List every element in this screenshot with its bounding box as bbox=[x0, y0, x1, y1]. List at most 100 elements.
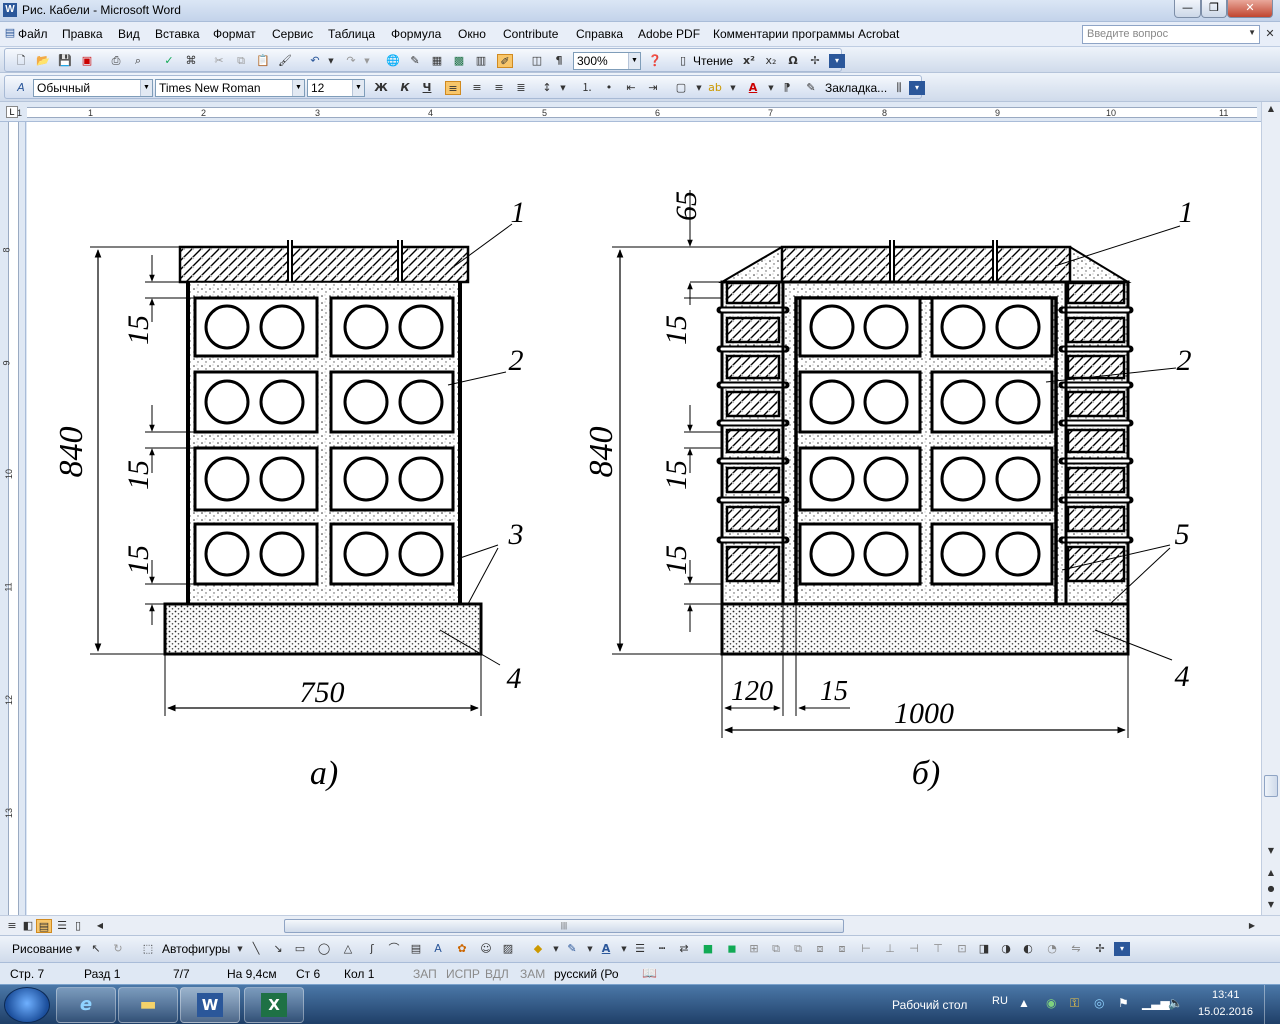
toolbar-extra-icon[interactable]: ⫼ bbox=[896, 81, 902, 94]
distribute-icon[interactable]: ⊡ bbox=[957, 942, 967, 955]
menu-window[interactable]: Окно bbox=[458, 27, 486, 41]
order-front-icon[interactable]: ⧉ bbox=[772, 942, 780, 955]
document-map-icon[interactable]: ◫ bbox=[531, 54, 543, 67]
drawing-field-icon[interactable]: ✢ bbox=[1095, 942, 1105, 955]
curve-tool-icon[interactable]: ʃ bbox=[370, 942, 374, 955]
3d-style-icon[interactable]: ◼ bbox=[727, 942, 737, 955]
edit-points-icon[interactable]: ◐ bbox=[1023, 942, 1033, 955]
font-dropdown-icon[interactable]: ▼ bbox=[292, 80, 304, 96]
tables-borders-icon[interactable]: ✎ bbox=[410, 54, 420, 67]
fill-color-icon[interactable]: ◆ bbox=[533, 942, 543, 955]
textbox-icon[interactable]: ▤ bbox=[410, 942, 422, 955]
tray-volume-icon[interactable]: 🔈 bbox=[1168, 996, 1183, 1010]
paste-icon[interactable]: 📋 bbox=[256, 54, 270, 67]
undo-dropdown-icon[interactable]: ▼ bbox=[328, 57, 334, 65]
start-button[interactable] bbox=[4, 987, 50, 1023]
ungroup-icon[interactable]: ◑ bbox=[1001, 942, 1011, 955]
drawing-options-icon[interactable]: ▾ bbox=[1114, 942, 1130, 956]
menu-file[interactable]: Файл bbox=[18, 27, 48, 41]
autoshapes-button[interactable]: Автофигуры bbox=[162, 942, 231, 956]
oval-tool-icon[interactable]: ◯ bbox=[317, 942, 331, 955]
font-size-dropdown-icon[interactable]: ▼ bbox=[352, 80, 364, 96]
line-spacing-dropdown-icon[interactable]: ▼ bbox=[560, 84, 566, 92]
dash-style-icon[interactable]: ┅ bbox=[658, 942, 666, 955]
help-icon[interactable]: ❓ bbox=[648, 54, 662, 67]
insert-field-icon[interactable]: ✢ bbox=[810, 54, 820, 67]
bookmark-button[interactable]: Закладка... bbox=[825, 81, 888, 95]
explorer-icon[interactable]: ▬ bbox=[118, 987, 178, 1023]
font-color-dropdown-icon[interactable]: ▼ bbox=[768, 84, 774, 92]
line-color-dropdown-icon[interactable]: ▼ bbox=[587, 945, 593, 953]
bring-forward-icon[interactable]: ⧈ bbox=[816, 942, 824, 955]
increase-indent-icon[interactable]: ⇥ bbox=[648, 81, 658, 94]
menu-adobe-pdf[interactable]: Adobe PDF bbox=[638, 27, 701, 41]
insert-excel-icon[interactable]: ▩ bbox=[453, 54, 465, 67]
menu-view[interactable]: Вид bbox=[118, 27, 140, 41]
clipart-icon[interactable]: ☺ bbox=[480, 942, 492, 955]
align-left-icon[interactable]: ≡ bbox=[445, 81, 461, 95]
zoom-combo[interactable]: 300% ▼ bbox=[573, 52, 641, 70]
align-left-objects-icon[interactable]: ⊢ bbox=[861, 942, 871, 955]
insert-table-icon[interactable]: ▦ bbox=[431, 54, 443, 67]
formatting-options-icon[interactable]: ▾ bbox=[909, 81, 925, 95]
italic-button[interactable]: К bbox=[400, 81, 410, 94]
styles-icon[interactable]: ⁋ bbox=[783, 81, 791, 94]
font-combo[interactable]: Times New Roman ▼ bbox=[155, 79, 305, 97]
document-page[interactable]: 840 15 15 15 750 1 2 3 4 а) 840 65 15 15… bbox=[27, 122, 1261, 915]
research-icon[interactable]: ⌘ bbox=[185, 54, 197, 67]
align-right-icon[interactable]: ≡ bbox=[494, 81, 504, 94]
borders-icon[interactable]: ▢ bbox=[675, 81, 687, 94]
tray-security-icon[interactable]: ◉ bbox=[1046, 996, 1057, 1010]
columns-icon[interactable]: ▥ bbox=[475, 54, 487, 67]
font-size-combo[interactable]: 12 ▼ bbox=[307, 79, 365, 97]
align-distribute-icon[interactable]: ⊞ bbox=[749, 942, 759, 955]
style-dropdown-icon[interactable]: ▼ bbox=[140, 80, 152, 96]
status-track-changes[interactable]: ИСПР bbox=[446, 967, 480, 981]
line-color-icon[interactable]: ✎ bbox=[567, 942, 577, 955]
redo-icon[interactable]: ↷ bbox=[346, 54, 356, 67]
rotate-icon[interactable]: ↻ bbox=[113, 942, 123, 955]
vertical-scroll-thumb[interactable] bbox=[1264, 775, 1278, 797]
undo-icon[interactable]: ↶ bbox=[310, 54, 320, 67]
align-center-icon[interactable]: ≡ bbox=[472, 81, 482, 94]
select-objects-icon[interactable]: ↖ bbox=[91, 942, 101, 955]
maximize-button[interactable]: ❐ bbox=[1201, 0, 1227, 18]
scroll-right-icon[interactable]: ▶ bbox=[1248, 921, 1256, 930]
diagram-icon[interactable]: ✿ bbox=[457, 942, 467, 955]
drawing-menu-dropdown-icon[interactable]: ▼ bbox=[75, 945, 81, 953]
format-painter-icon[interactable]: 🖌 bbox=[278, 54, 292, 67]
menu-formula[interactable]: Формула bbox=[391, 27, 442, 41]
print-layout-view-icon[interactable]: ▤ bbox=[36, 919, 52, 933]
help-question-input[interactable]: Введите вопрос ▼ bbox=[1082, 25, 1260, 44]
vertical-ruler[interactable]: 8 9 10 11 12 13 bbox=[0, 122, 26, 915]
toolbar-options-icon[interactable]: ▾ bbox=[829, 54, 845, 68]
menu-tools[interactable]: Сервис bbox=[272, 27, 314, 41]
highlight-dropdown-icon[interactable]: ▼ bbox=[730, 84, 736, 92]
show-hide-icon[interactable]: ¶ bbox=[555, 54, 563, 67]
ie-icon[interactable]: e bbox=[56, 987, 116, 1023]
scroll-left-icon[interactable]: ◀ bbox=[96, 921, 104, 930]
numbering-icon[interactable]: ⒈ bbox=[581, 81, 593, 94]
autoshapes-icon[interactable]: ⬚ bbox=[142, 942, 154, 955]
web-view-icon[interactable]: ◧ bbox=[22, 919, 34, 932]
arrow-tool-icon[interactable]: ↘ bbox=[273, 942, 283, 955]
drawing-menu-button[interactable]: Рисование bbox=[12, 942, 73, 956]
underline-button[interactable]: Ч bbox=[422, 81, 432, 94]
browse-object-icon[interactable]: ● bbox=[1267, 884, 1275, 893]
horizontal-ruler[interactable]: L 1 1 2 3 4 5 6 7 8 9 10 11 bbox=[0, 102, 1280, 122]
horizontal-scrollbar[interactable]: ≡ ◧ ▤ ☰ ▯ ◀ ||| ▶ bbox=[0, 915, 1280, 935]
superscript-icon[interactable]: x² bbox=[743, 54, 755, 67]
close-document-icon[interactable]: ✕ bbox=[1265, 27, 1275, 40]
horizontal-scroll-thumb[interactable]: ||| bbox=[284, 919, 844, 933]
close-button[interactable]: ✕ bbox=[1227, 0, 1273, 18]
flip-icon[interactable]: ⇋ bbox=[1071, 942, 1081, 955]
pdf-icon[interactable]: ▣ bbox=[81, 54, 93, 67]
tray-key-icon[interactable]: ⚿ bbox=[1070, 996, 1080, 1010]
line-spacing-icon[interactable]: ↕ bbox=[542, 81, 552, 94]
desktop-toolbar[interactable]: Рабочий стол bbox=[892, 998, 968, 1012]
triangle-tool-icon[interactable]: △ bbox=[343, 942, 353, 955]
autoshapes-dropdown-icon[interactable]: ▼ bbox=[237, 945, 243, 953]
send-backward-icon[interactable]: ⧈ bbox=[838, 942, 846, 955]
subscript-icon[interactable]: x₂ bbox=[765, 54, 777, 67]
bullets-icon[interactable]: • bbox=[605, 81, 613, 94]
